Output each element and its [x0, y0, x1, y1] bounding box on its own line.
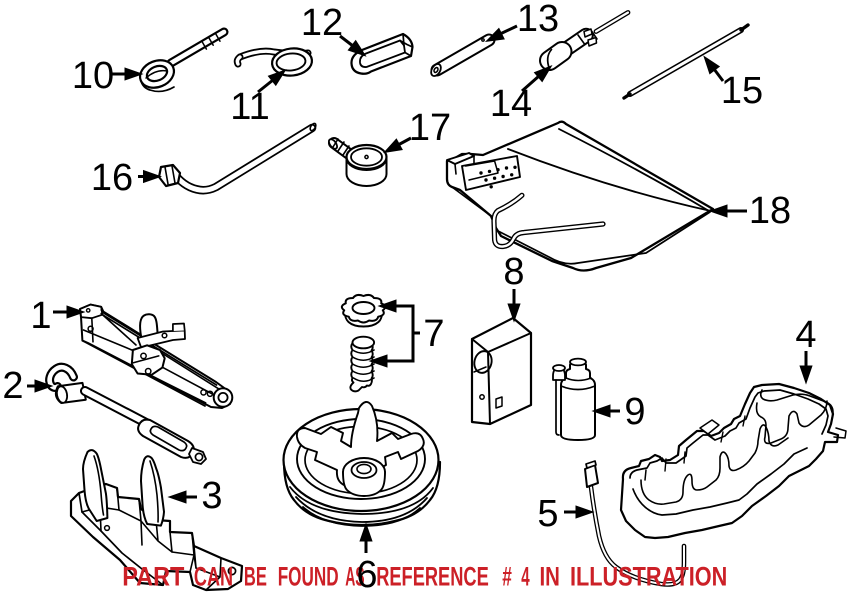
svg-text:18: 18 [749, 190, 791, 232]
svg-text:17: 17 [409, 107, 451, 149]
svg-text:BE: BE [244, 562, 267, 592]
svg-text:11: 11 [230, 86, 269, 128]
svg-text:8: 8 [503, 251, 524, 293]
svg-text:6: 6 [356, 554, 377, 595]
svg-text:15: 15 [721, 70, 763, 112]
svg-text:16: 16 [91, 157, 133, 199]
svg-text:3: 3 [201, 475, 222, 517]
svg-text:1: 1 [30, 295, 51, 337]
svg-text:CAN: CAN [194, 562, 233, 592]
svg-text:5: 5 [537, 493, 558, 535]
svg-text:4: 4 [795, 314, 816, 356]
svg-text:7: 7 [423, 313, 444, 355]
svg-text:AS: AS [345, 562, 364, 592]
svg-text:ILLUSTRATION: ILLUSTRATION [570, 562, 727, 592]
svg-text:13: 13 [517, 0, 559, 40]
svg-text:PART: PART [122, 562, 184, 592]
svg-text:#: # [502, 562, 512, 592]
svg-text:FOUND: FOUND [278, 562, 339, 592]
svg-text:12: 12 [301, 2, 343, 44]
svg-text:9: 9 [624, 391, 645, 433]
svg-text:2: 2 [2, 365, 23, 407]
svg-text:REFERENCE: REFERENCE [376, 562, 489, 592]
svg-text:4: 4 [521, 562, 530, 592]
svg-text:IN: IN [540, 562, 560, 592]
svg-text:10: 10 [72, 55, 114, 97]
